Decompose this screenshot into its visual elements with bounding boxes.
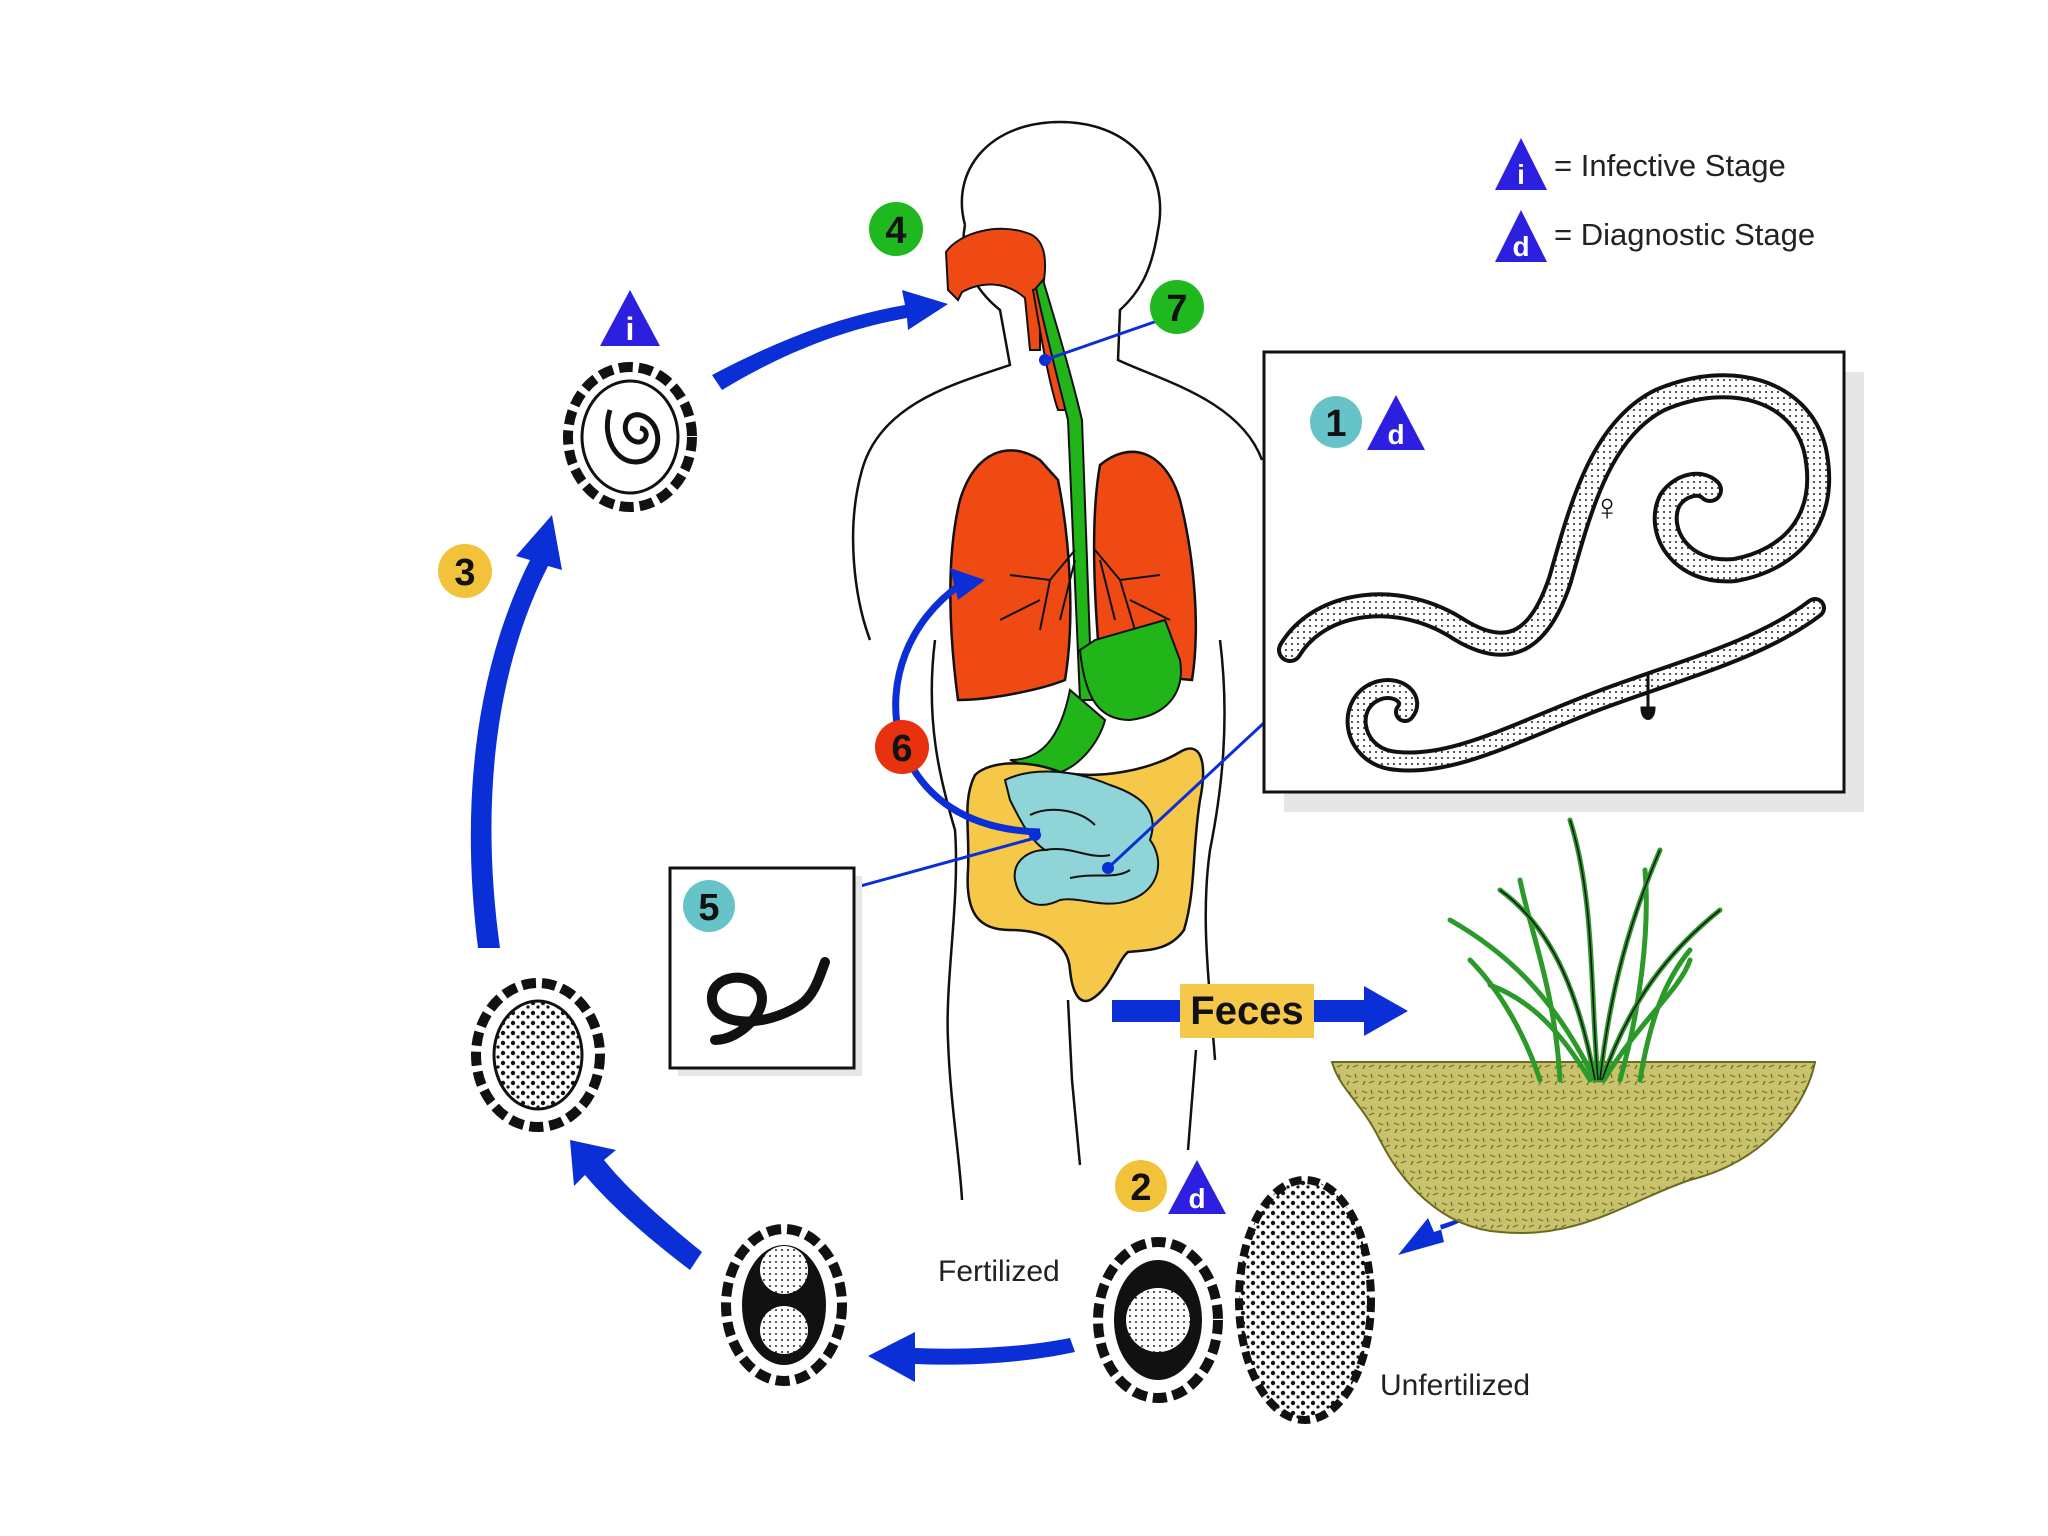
- stage-4-marker: 4: [869, 202, 923, 256]
- stage-3-marker: 3: [438, 544, 492, 598]
- larva-panel: [668, 866, 862, 1076]
- small-intestine-loops: [1029, 808, 1131, 879]
- stage-7-number: 7: [1166, 288, 1187, 330]
- legend: i = Infective Stage d = Diagnostic Stage: [1495, 138, 1815, 262]
- stage-3-infective-letter: i: [626, 311, 635, 347]
- legend-diagnostic-text: = Diagnostic Stage: [1554, 217, 1815, 252]
- fertilized-egg: [1093, 1237, 1223, 1403]
- arrow-embryonated-to-infective: [470, 515, 562, 948]
- stage-3-infective-icon: [600, 290, 660, 346]
- esophagus: [1034, 277, 1094, 701]
- infective-egg: [563, 362, 697, 512]
- arrow-fertilized-to-two-cell: [868, 1332, 1075, 1382]
- stage-markers: 1 d 2 d 3 i 4 5 6: [438, 202, 1425, 1214]
- embryonated-egg: [471, 978, 605, 1132]
- legend-infective-symbol: i: [1517, 159, 1525, 190]
- arrow-infective-to-mouth: [712, 290, 948, 390]
- stage-3-infective-marker: i: [600, 290, 660, 347]
- arrow-two-cell-to-embryonated: [570, 1140, 702, 1270]
- legend-infective-text: = Infective Stage: [1554, 148, 1786, 183]
- two-cell-egg: [721, 1224, 847, 1386]
- unfertilized-egg: [1235, 1176, 1375, 1424]
- organs: [944, 227, 1205, 1003]
- soil-and-grass: [1330, 817, 1817, 1234]
- larva-icon: [707, 957, 830, 1045]
- feces-label: Feces: [1180, 984, 1314, 1038]
- female-symbol: ♀: [1593, 487, 1622, 529]
- arrow-feces-shaft-left: [1112, 1000, 1182, 1022]
- nasal-oral-cavity: [944, 227, 1047, 351]
- fertilized-label: Fertilized: [938, 1255, 1060, 1288]
- stage-5-marker: 5: [683, 880, 735, 932]
- stage-7-marker: 7: [1150, 280, 1204, 334]
- stage-1-marker: 1 d: [1310, 395, 1425, 450]
- legend-diagnostic: d = Diagnostic Stage: [1495, 210, 1815, 262]
- cycle-arrows: [470, 290, 1572, 1382]
- stage-6-marker: 6: [875, 720, 929, 774]
- lung-migration-arrowhead: [950, 568, 985, 600]
- diagnostic-triangle-icon: [1495, 210, 1547, 262]
- unfertilized-label: Unfertilized: [1380, 1369, 1530, 1402]
- stage-1-diagnostic-letter: d: [1387, 419, 1404, 450]
- legend-infective: i = Infective Stage: [1495, 138, 1786, 190]
- stage-5-number: 5: [698, 887, 719, 929]
- stage-6-number: 6: [891, 728, 912, 770]
- small-intestine: [1003, 770, 1160, 906]
- stage-2-number: 2: [1130, 1167, 1151, 1209]
- male-symbol-icon: [1640, 675, 1656, 720]
- stage-2-diagnostic-icon: [1168, 1160, 1226, 1214]
- feces-text: Feces: [1190, 989, 1303, 1033]
- stage-1-diagnostic-icon: [1367, 395, 1425, 450]
- stage-2-diagnostic-letter: d: [1188, 1183, 1205, 1214]
- stage-2-marker: 2 d: [1115, 1160, 1226, 1214]
- bronchi: [999, 549, 1171, 631]
- grass: [1447, 817, 1723, 1083]
- stage-1-number: 1: [1325, 403, 1346, 445]
- arrow-feces-head: [1364, 986, 1408, 1036]
- stage-4-number: 4: [885, 210, 906, 252]
- stage-3-number: 3: [454, 552, 475, 594]
- legend-diagnostic-symbol: d: [1512, 231, 1529, 262]
- left-lung: [1092, 450, 1197, 682]
- infective-triangle-icon: [1495, 138, 1547, 190]
- arrow-feces-shaft-right: [1314, 1000, 1366, 1022]
- grass-outline: [1499, 819, 1721, 1081]
- soil: [1330, 1061, 1817, 1234]
